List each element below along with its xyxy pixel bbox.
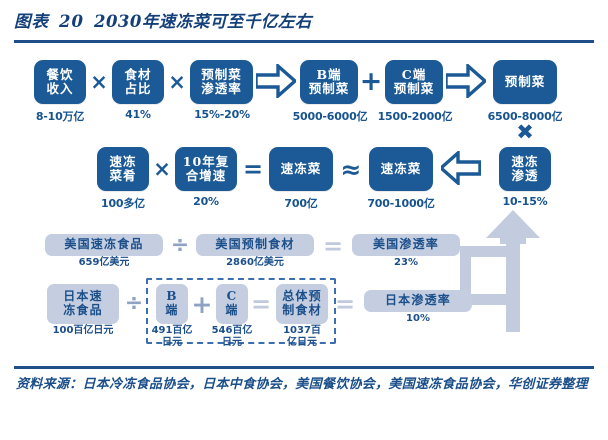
caption-frozen-dish-range: 700-1000亿 [367,197,435,210]
caption-ingredient-share: 41% [125,108,151,121]
box-label: 食材占比 [124,67,152,96]
box-label: 预制菜 [504,74,546,89]
caption-frozen-dish-base: 100多亿 [101,197,145,210]
dashed-group-jp-prepared [146,278,336,344]
operator-plus-jp: + [191,289,213,319]
arrow-right-2 [444,62,488,102]
caption-frozen-dish-result: 700亿 [284,197,318,210]
caption-jp-b-side: 491百亿日元 [151,325,193,348]
box-b-side-prepared-dish: B端预制菜 [300,60,358,104]
box-label: 速冻渗透 [511,154,539,183]
operator-multiply-vertical: ✖ [516,119,534,144]
figure-header: 图表 20 2030年速冻菜可至千亿左右 [14,8,594,44]
box-ingredient-share: 食材占比 [112,60,164,104]
source-note: 资料来源：日本冷冻食品协会，日本中食协会，美国餐饮协会，美国速冻食品协会，华创证… [16,377,588,392]
operator-divide-jp: ÷ [124,291,144,316]
box-frozen-dish-base: 速冻菜肴 [97,147,149,191]
box-prepared-dish-total: 预制菜 [493,60,557,104]
box-label: 美国预制食材 [215,237,295,252]
box-label: C端预制菜 [393,67,435,96]
box-label: 速冻菜肴 [109,154,137,183]
caption-prepared-dish-total: 6500-8000亿 [487,110,563,123]
caption-jp-c-side: 546百亿日元 [211,325,253,348]
box-us-prepared-ingredients: 美国预制食材 [196,234,314,256]
box-us-frozen-food: 美国速冻食品 [45,234,163,256]
box-label: B端预制菜 [308,67,350,96]
operator-multiply-1: × [90,69,108,94]
box-label: 日本渗透率 [384,293,451,308]
figure-label: 图表 [14,12,49,31]
box-frozen-penetration: 速冻渗透 [499,147,551,191]
box-us-penetration: 美国渗透率 [352,234,460,256]
box-label: 10年复合增速 [182,154,230,183]
caption-jp-frozen-food: 100百亿日元 [52,325,114,336]
operator-multiply-2: × [168,69,186,94]
caption-b-side-prepared-dish: 5000-6000亿 [292,110,368,123]
operator-multiply-3: × [153,156,171,181]
figure-number: 20 [59,12,84,31]
box-jp-penetration: 日本渗透率 [364,290,472,312]
operator-equals-jp: = [334,290,356,318]
page-title: 2030年速冻菜可至千亿左右 [93,12,312,31]
box-label: 餐饮收入 [46,67,74,96]
arrow-left-1 [438,149,482,189]
box-label: 美国渗透率 [372,237,439,252]
box-ten-year-cagr: 10年复合增速 [175,147,237,191]
caption-us-frozen-food: 659亿美元 [78,257,130,268]
box-label: 总体预制食材 [282,289,322,317]
box-label: 预制菜渗透率 [201,67,242,96]
box-label: 美国速冻食品 [64,237,144,252]
caption-jp-penetration: 10% [406,313,430,324]
box-label: 日本速冻食品 [63,289,103,317]
box-jp-frozen-food: 日本速冻食品 [47,284,119,324]
caption-ten-year-cagr: 20% [193,195,219,208]
box-label: 速冻菜 [280,161,322,176]
caption-c-side-prepared-dish: 1500-2000亿 [377,110,453,123]
operator-equals-jp-inner: = [250,290,272,318]
connector-arrow-up [440,208,570,337]
footer-divider [14,366,594,369]
arrow-right-1 [254,62,298,102]
caption-us-penetration: 23% [394,257,418,268]
operator-plus-1: + [359,65,383,97]
caption-us-prepared-ingredients: 2860亿美元 [226,257,284,268]
box-jp-total-prepared: 总体预制食材 [276,284,328,324]
box-frozen-dish-result: 速冻菜 [269,147,333,191]
operator-equals-1: = [242,155,264,183]
box-frozen-dish-range: 速冻菜 [369,147,433,191]
caption-prepared-dish-penetration: 15%-20% [194,108,250,121]
caption-food-service-revenue: 8-10万亿 [35,110,85,123]
caption-jp-total-prepared: 1037百亿日元 [283,325,321,348]
box-prepared-dish-penetration: 预制菜渗透率 [190,60,253,104]
header-divider [14,40,594,43]
box-c-side-prepared-dish: C端预制菜 [385,60,443,104]
box-food-service-revenue: 餐饮收入 [34,60,86,104]
operator-equals-us: = [322,232,344,260]
operator-approx: ≈ [340,154,362,184]
caption-frozen-penetration: 10-15% [502,195,548,208]
operator-divide-us: ÷ [170,233,190,258]
box-label: 速冻菜 [380,161,422,176]
